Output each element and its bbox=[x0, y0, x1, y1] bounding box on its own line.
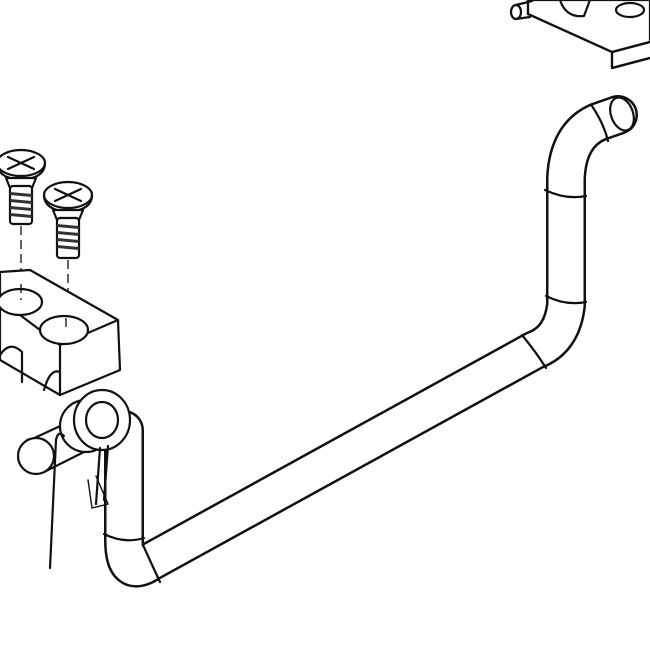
clamp-block-left bbox=[0, 268, 122, 397]
cotter-pin bbox=[48, 432, 109, 570]
screw-2 bbox=[42, 180, 94, 318]
clamp-block-top-right bbox=[509, 0, 650, 70]
bent-tube bbox=[102, 95, 638, 588]
pin bbox=[16, 388, 132, 506]
tube-stub-top bbox=[509, 0, 534, 21]
screw-1 bbox=[0, 148, 47, 284]
